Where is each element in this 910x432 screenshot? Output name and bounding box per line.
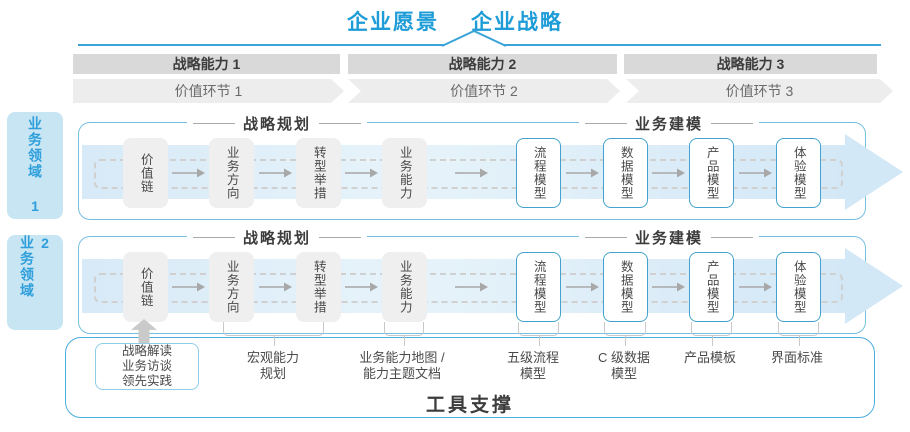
tools-label: 工具支撑 bbox=[425, 395, 514, 416]
node-value-chain: 价值链 bbox=[123, 252, 168, 322]
top-titles: 企业愿景 企业战略 bbox=[0, 6, 910, 36]
header-rule bbox=[584, 237, 627, 238]
flow-arrow-icon bbox=[739, 282, 772, 292]
annotation-label: 五级流程 模型 bbox=[506, 350, 559, 382]
flow-arrow-icon bbox=[652, 168, 685, 178]
node-product-model: 产品模型 bbox=[689, 252, 734, 322]
annotation-label: 界面标准 bbox=[770, 350, 823, 365]
node-product-model: 产品模型 bbox=[689, 138, 734, 208]
dashed-track bbox=[94, 273, 843, 303]
annotation-label: 产品模板 bbox=[683, 350, 736, 365]
header-rule bbox=[319, 237, 362, 238]
flow-arrow-icon bbox=[345, 282, 378, 292]
business-domain-tab-2: 业务领域 2 bbox=[7, 235, 63, 330]
annotation-label: C 级数据 模型 bbox=[597, 350, 650, 382]
header-rule bbox=[319, 123, 362, 124]
dashed-track bbox=[94, 159, 843, 189]
node-business-direction: 业务方向 bbox=[209, 252, 254, 322]
planning-header: 战略规划 bbox=[186, 113, 368, 134]
strategic-capability-band: 战略能力 3 bbox=[624, 54, 877, 74]
flow-arrow-icon bbox=[345, 168, 378, 178]
node-business-capability: 业务能力 bbox=[382, 138, 427, 208]
caret-icon bbox=[441, 29, 507, 47]
value-link-band: 价值环节 2 bbox=[348, 79, 620, 103]
big-arrow-icon bbox=[845, 248, 903, 324]
flow-arrow-icon bbox=[172, 168, 205, 178]
node-data-model: 数据模型 bbox=[603, 252, 648, 322]
callout-box: 战略解读 业务访谈 领先实践 bbox=[95, 343, 199, 390]
flow-arrow-icon bbox=[259, 282, 292, 292]
vision-label: 企业愿景 bbox=[347, 11, 439, 34]
node-process-model: 流程模型 bbox=[516, 138, 561, 208]
business-lane-1: 战略规划 业务建模 价值链 业务方向 转型举措 业务能力 流程模型 数据模型 产… bbox=[78, 113, 903, 220]
tools-container bbox=[65, 337, 875, 418]
planning-header: 战略规划 bbox=[186, 227, 368, 248]
node-value-chain: 价值链 bbox=[123, 138, 168, 208]
modeling-header: 业务建模 bbox=[578, 113, 760, 134]
modeling-header: 业务建模 bbox=[578, 227, 760, 248]
header-rule bbox=[711, 123, 754, 124]
flow-arrow-icon bbox=[566, 282, 599, 292]
bracket bbox=[691, 322, 732, 346]
node-experience-model: 体验模型 bbox=[776, 252, 821, 322]
flow-arrow-icon bbox=[566, 168, 599, 178]
node-experience-model: 体验模型 bbox=[776, 138, 821, 208]
strategy-label: 企业战略 bbox=[471, 11, 563, 34]
flow-arrow-icon bbox=[652, 282, 685, 292]
bracket bbox=[778, 322, 819, 346]
annotation-label: 业务能力地图 / 能力主题文档 bbox=[359, 350, 445, 382]
strategic-capability-band: 战略能力 2 bbox=[348, 54, 617, 74]
node-process-model: 流程模型 bbox=[516, 252, 561, 322]
flow-arrow-icon bbox=[259, 168, 292, 178]
header-rule bbox=[192, 237, 235, 238]
flow-arrow-icon bbox=[455, 168, 488, 178]
flow-arrow-icon bbox=[739, 168, 772, 178]
flow-arrow-icon bbox=[455, 282, 488, 292]
value-link-band: 价值环节 3 bbox=[626, 79, 893, 103]
big-arrow-icon bbox=[845, 134, 903, 210]
node-business-capability: 业务能力 bbox=[382, 252, 427, 322]
strategic-capability-band: 战略能力 1 bbox=[73, 54, 340, 74]
flow-arrow-icon bbox=[172, 282, 205, 292]
header-rule bbox=[192, 123, 235, 124]
business-domain-tab-1: 业务领域 1 bbox=[7, 112, 63, 219]
node-data-model: 数据模型 bbox=[603, 138, 648, 208]
bracket bbox=[518, 322, 559, 346]
value-link-band: 价值环节 1 bbox=[73, 79, 344, 103]
bracket bbox=[604, 322, 646, 346]
bracket bbox=[384, 322, 424, 346]
header-rule bbox=[711, 237, 754, 238]
header-rule bbox=[584, 123, 627, 124]
node-transformation-initiatives: 转型举措 bbox=[296, 252, 341, 322]
node-transformation-initiatives: 转型举措 bbox=[296, 138, 341, 208]
bracket bbox=[223, 322, 324, 346]
node-business-direction: 业务方向 bbox=[209, 138, 254, 208]
business-lane-2: 战略规划 业务建模 价值链 业务方向 转型举措 业务能力 流程模型 数据模型 产… bbox=[78, 227, 903, 334]
annotation-label: 宏观能力 规划 bbox=[246, 350, 299, 382]
